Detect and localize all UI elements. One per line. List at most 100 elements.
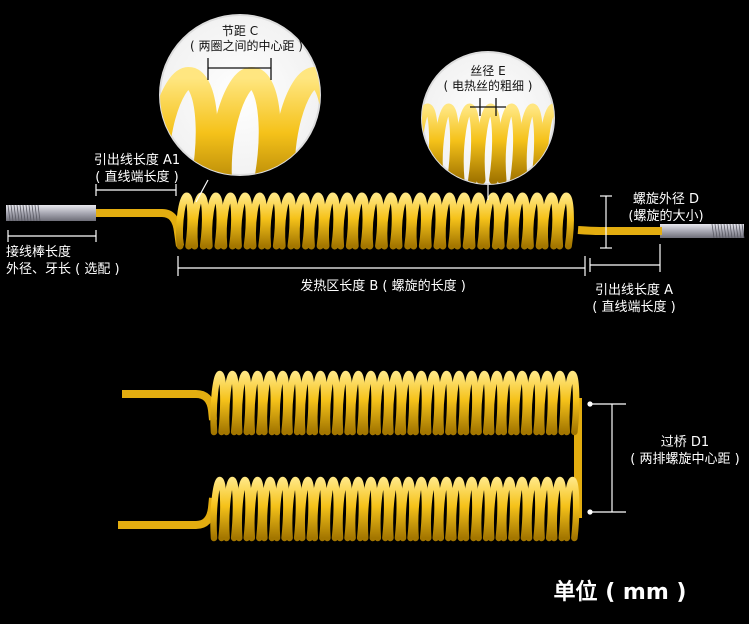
coil-turn [496,103,523,184]
coil-turn [526,192,545,250]
coil-turn [487,476,504,542]
coil-turn [209,66,281,175]
coil-turn [298,476,315,542]
coil-turn [248,476,265,542]
coil-turn [500,476,517,542]
coil-turn [235,476,252,542]
lead-a1-title: 引出线长度 A1 [93,153,181,168]
thread-mark [19,204,23,222]
coil-turn [222,476,240,542]
thread-mark [738,223,742,239]
coil-turn [234,192,253,250]
coil-turn [525,370,542,436]
outer-diameter-title: 螺旋外径 D [632,192,700,207]
coil-turn [538,103,554,184]
heating-coil-upper-row [210,370,580,436]
thread-mark [34,204,38,222]
wire-label: 丝径 E ( 电热丝的粗细 ) [430,64,546,94]
thread-mark [720,223,724,239]
outer-diameter-desc: (螺旋的大小) [628,209,704,224]
coil-turn [263,192,282,250]
coil-turn [449,370,466,436]
coil-turn [438,192,458,250]
coil-turn [409,192,428,250]
coil-turn [449,476,466,542]
coil-turn [273,370,290,436]
coil-turn [285,370,303,436]
bridge-title: 过桥 D1 [660,435,710,450]
lead-a-desc: ( 直线端长度 ) [592,300,676,315]
coil-turn [380,192,399,250]
coil-turn [351,192,370,250]
bridge-desc: ( 两排螺旋中心距 ) [630,452,740,467]
coil-turn [374,370,391,436]
coil-turn [437,370,454,436]
thread-mark [16,204,20,222]
coil-turn [260,476,277,542]
thread-mark [22,204,26,222]
thread-mark [7,204,11,222]
coil-turn [512,370,529,436]
coil-turn [482,192,501,250]
coil-turn [454,103,481,184]
coil-turn [365,192,385,250]
coil-turn [487,370,504,436]
thread-mark [729,223,733,239]
coil-turn [222,370,240,436]
coil-turn [537,370,555,436]
coil-turn [348,476,366,542]
lead-wire-lower-row [118,497,217,529]
pitch-desc: ( 两圈之间的中心距 ) [190,39,303,53]
lead-wire-upper-row [122,390,217,421]
coil-turn [249,192,268,250]
coil-turn [563,370,580,436]
coil-turn [424,476,441,542]
coil-turn [399,476,416,542]
lead-wire-right [577,226,662,235]
coil-turn [336,192,355,250]
coil-turn [386,370,403,436]
coil-turn [160,66,218,175]
unit-label: 单位 ( mm ) [553,580,687,605]
coil-turn [475,103,502,184]
coil-turn [511,192,531,250]
coil-turn [322,192,341,250]
thread-mark [28,204,32,222]
lead-wire-left [96,209,184,247]
thread-mark [726,223,730,239]
coil-turn [422,103,439,184]
coil-turn [248,370,265,436]
wire-magnifier [421,51,555,185]
thread-mark [723,223,727,239]
coil-turn [541,192,560,250]
lead-a-title: 引出线长度 A [594,283,674,298]
lead-a1-desc: ( 直线端长度 ) [95,170,179,185]
thread-mark [732,223,736,239]
wire-title: 丝径 E [470,64,506,78]
coil-turn [550,370,567,436]
coil-turn [210,370,227,436]
coil-turn [273,476,290,542]
coil-turn [323,370,340,436]
wire-desc: ( 电热丝的粗细 ) [443,79,533,93]
heating-coil-lower-row [210,476,580,542]
thread-mark [711,223,715,239]
coil-turn [336,476,353,542]
coil-turn [311,370,328,436]
thread-mark [25,204,29,222]
coil-turn [433,103,460,184]
coil-turn [453,192,472,250]
coil-turn [395,192,414,250]
coil-turn [386,476,403,542]
coil-turn [563,476,580,542]
coil-turn [424,370,441,436]
thread-mark [735,223,739,239]
coil-turn [361,476,378,542]
pitch-title: 节距 C [221,24,259,38]
thread-mark [37,204,41,222]
coil-turn [537,476,555,542]
lead-a-label: 引出线长度 A ( 直线端长度 ) [572,282,696,316]
coil-turn [500,370,517,436]
